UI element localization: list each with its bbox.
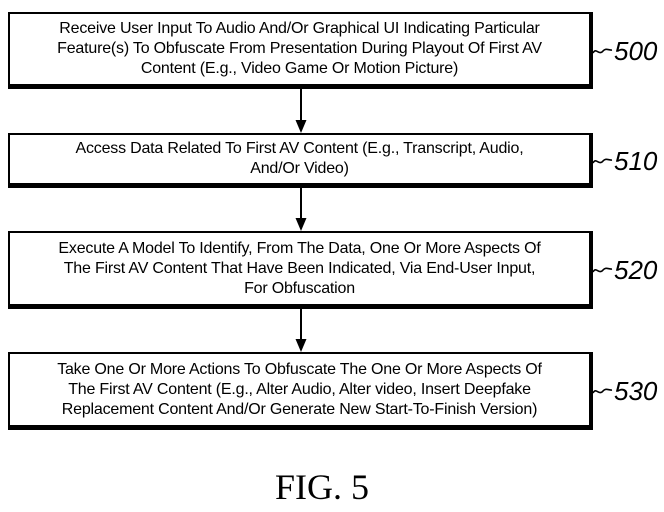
- ref-number: 520: [614, 255, 658, 285]
- flow-step-text-line: The First AV Content (E.g., Alter Audio,…: [68, 380, 531, 398]
- flow-step-text-line: Access Data Related To First AV Content …: [75, 140, 524, 157]
- flow-step-text-line: And/Or Video): [250, 160, 349, 177]
- squiggle-connector-icon: [593, 267, 613, 273]
- ref-number: 500: [614, 36, 658, 66]
- flow-step-text-line: For Obfuscation: [244, 279, 355, 297]
- ref-label-510: 510: [593, 146, 657, 176]
- flow-step-box-520: Execute A Model To Identify, From The Da…: [8, 231, 593, 309]
- ref-number: 530: [614, 376, 658, 406]
- squiggle-connector-icon: [593, 158, 613, 164]
- flow-step-text-line: Take One Or More Actions To Obfuscate Th…: [57, 360, 542, 378]
- ref-label-520: 520: [593, 255, 657, 285]
- flow-step-text-line: Execute A Model To Identify, From The Da…: [58, 239, 541, 257]
- flow-step-box-500: Receive User Input To Audio And/Or Graph…: [8, 12, 593, 89]
- ref-label-500: 500: [593, 36, 657, 66]
- flow-step-box-530: Take One Or More Actions To Obfuscate Th…: [8, 352, 593, 430]
- ref-number: 510: [614, 146, 658, 176]
- flow-step-box-510: Access Data Related To First AV Content …: [8, 133, 593, 188]
- squiggle-connector-icon: [593, 48, 613, 54]
- flow-step-text-line: The First AV Content That Have Been Indi…: [63, 259, 536, 277]
- down-arrow-icon: [295, 188, 307, 231]
- squiggle-connector-icon: [593, 388, 613, 394]
- flow-step-text-line: Receive User Input To Audio And/Or Graph…: [59, 20, 540, 37]
- down-arrow-icon: [295, 89, 307, 133]
- flow-step-text-line: Content (E.g., Video Game Or Motion Pict…: [140, 60, 459, 77]
- flow-step-text-line: Replacement Content And/Or Generate New …: [61, 400, 538, 418]
- figure-caption: FIG. 5: [274, 467, 369, 507]
- ref-label-530: 530: [593, 376, 657, 406]
- down-arrow-icon: [295, 309, 307, 352]
- flow-step-text-line: Feature(s) To Obfuscate From Presentatio…: [57, 40, 542, 57]
